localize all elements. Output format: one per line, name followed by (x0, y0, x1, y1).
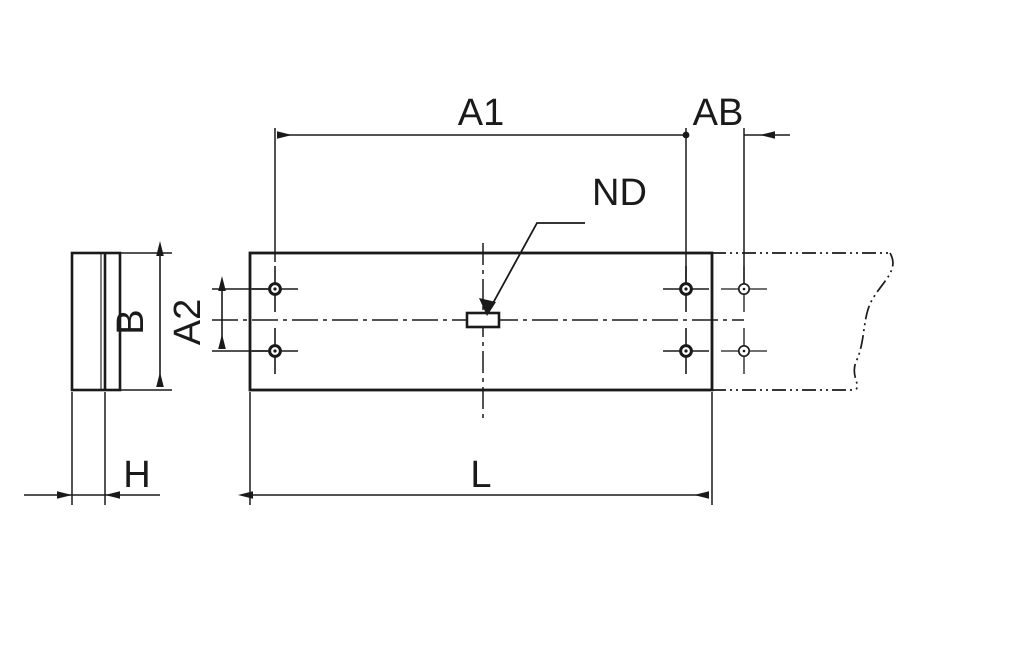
a1-ab-junction-dot (682, 131, 690, 139)
nd-leader-line (486, 222, 585, 315)
h-label: H (123, 454, 150, 496)
ab-dimension-arrow (760, 131, 775, 139)
nd-leader-group (479, 222, 585, 316)
a1-ab-dimension-group (274, 128, 790, 283)
a1-label: A1 (458, 92, 504, 134)
main-view-group (248, 251, 714, 392)
b-label: B (110, 309, 152, 334)
nd-slot-rect (465, 311, 501, 329)
a2-label: A2 (167, 299, 209, 345)
phantom-break-line (853, 252, 894, 391)
nd-slot-feature (465, 311, 501, 329)
holes-group (252, 266, 767, 374)
l-label: L (470, 454, 491, 496)
b-dimension-group (118, 241, 172, 391)
side-view-group (70, 251, 122, 392)
hole-left-top (252, 266, 298, 312)
l-dimension-group (238, 392, 713, 505)
nd-leader-arrow (479, 298, 496, 316)
hole-right-bottom (663, 328, 709, 374)
hole-left-bottom (252, 328, 298, 374)
phantom-continuation-group (712, 252, 894, 391)
h-arrow-left (57, 491, 72, 499)
hole-phantom-bottom (721, 328, 767, 374)
a2-dimension-group (212, 276, 268, 352)
h-dimension-group (24, 392, 160, 505)
nd-label: ND (592, 172, 647, 214)
h-arrow-right (105, 491, 120, 499)
main-view-outline (248, 251, 714, 392)
ab-label: AB (693, 92, 744, 134)
side-view-outline (70, 251, 122, 392)
